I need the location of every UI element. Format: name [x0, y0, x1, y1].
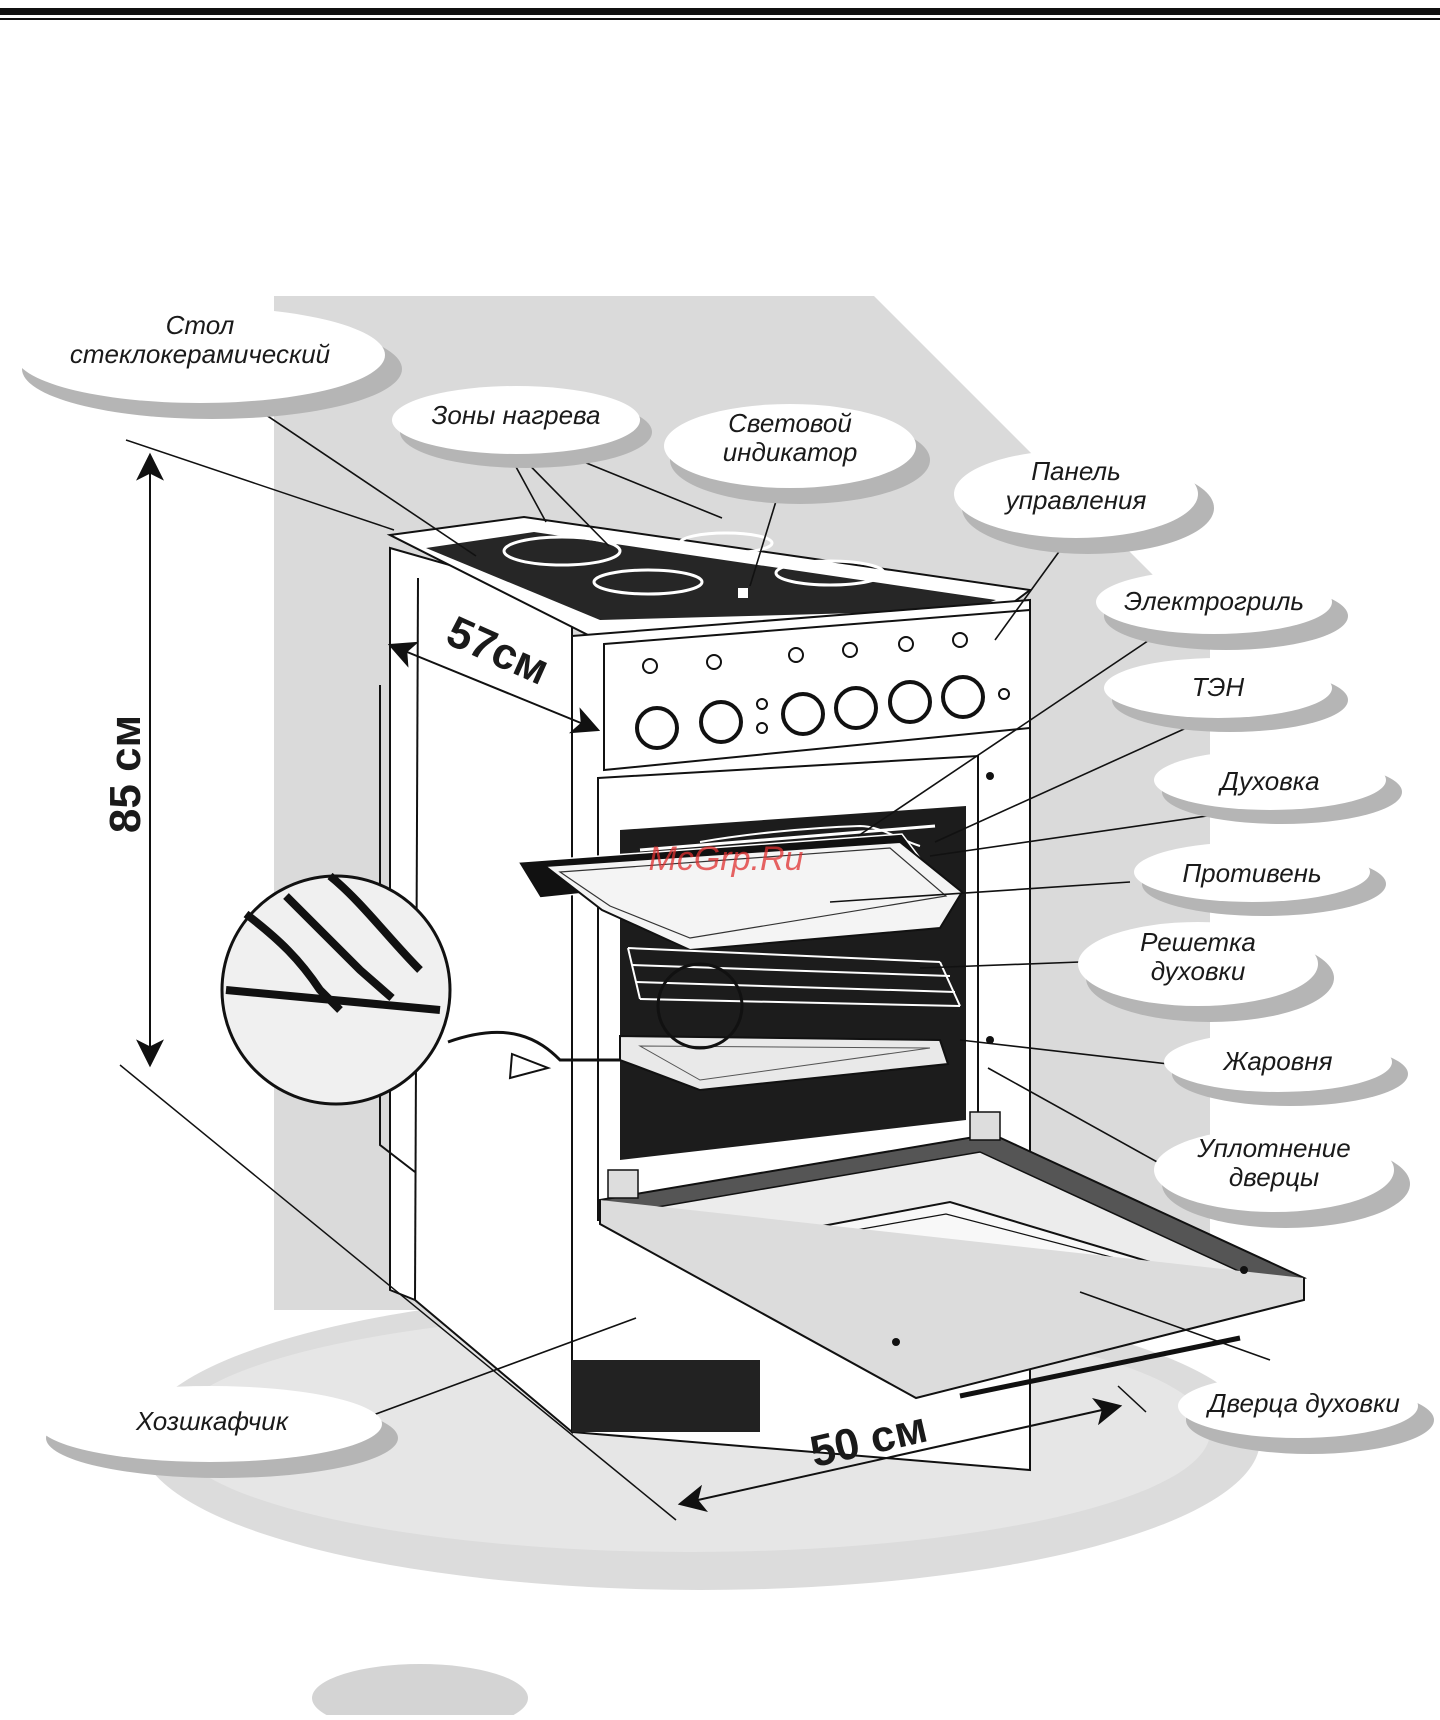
watermark: McGrp.Ru: [649, 840, 804, 878]
label-electric-grill: Электрогриль: [1124, 586, 1304, 616]
label-oven: Духовка: [1217, 766, 1319, 796]
label-control-panel-line1: Панель: [1031, 456, 1121, 486]
label-heating-zones: Зоны нагрева: [431, 400, 600, 430]
label-baking-tray: Противень: [1182, 858, 1321, 888]
label-door-seal-line2: дверцы: [1229, 1162, 1319, 1192]
label-oven-door: Дверца духовки: [1205, 1388, 1400, 1418]
label-roasting-pan: Жаровня: [1222, 1046, 1333, 1076]
header-rule: [0, 8, 1440, 20]
label-light-indicator-line2: индикатор: [723, 437, 858, 467]
label-light-indicator-line1: Световой: [728, 408, 852, 438]
label-bubble-electric-grill: Электрогриль: [1096, 570, 1348, 650]
label-control-panel-line2: управления: [1004, 485, 1147, 515]
label-oven-rack-line1: Решетка: [1140, 927, 1256, 957]
label-bubble-baking-tray: Противень: [1134, 842, 1386, 916]
label-glass-ceramic-top-line1: Стол: [166, 310, 235, 340]
label-bubble-oven-door: Дверца духовки: [1178, 1374, 1434, 1454]
label-storage-drawer: Хозшкафчик: [135, 1406, 290, 1436]
dimension-height: 85 см: [101, 715, 150, 833]
label-glass-ceramic-top-line2: стеклокерамический: [70, 339, 330, 369]
label-heating-element: ТЭН: [1192, 672, 1245, 702]
label-door-seal-line1: Уплотнение: [1196, 1133, 1350, 1163]
label-bubble-oven: Духовка: [1154, 750, 1402, 824]
label-oven-rack-line2: духовки: [1151, 956, 1246, 986]
